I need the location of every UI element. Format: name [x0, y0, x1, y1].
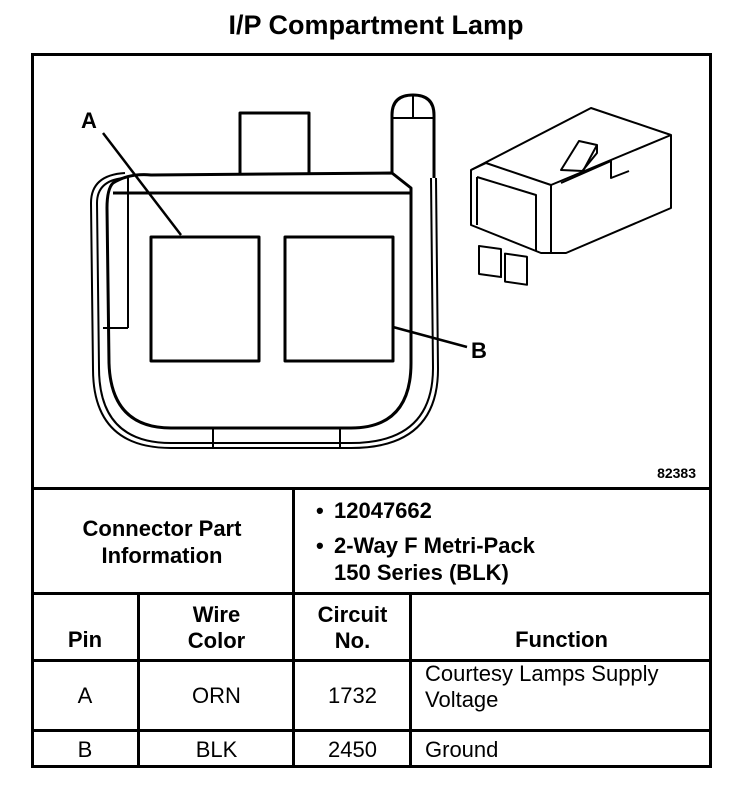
row-a-function: Courtesy Lamps Supply Voltage — [411, 661, 712, 731]
header-circuit-line2: No. — [334, 627, 371, 653]
divider-col-pin — [137, 594, 140, 768]
header-function: Function — [515, 627, 608, 652]
header-pin: Pin — [67, 627, 103, 652]
row-a-function-line1: Courtesy Lamps Supply — [425, 661, 659, 686]
connector-info-label-line1: Connector Part — [82, 515, 242, 541]
connector-iso-view — [470, 107, 672, 286]
connector-info-label-line2: Information — [101, 542, 223, 568]
connector-outer-shell — [105, 171, 413, 430]
connector-info-item: • 12047662 — [316, 497, 712, 524]
connector-info-label: Connector Part Information — [31, 489, 293, 594]
row-b-pin: B — [77, 736, 93, 762]
row-b-wire-color: BLK — [195, 736, 238, 762]
row-a-function-line2: Voltage — [425, 687, 499, 712]
header-wire-color-line1: Wire — [192, 601, 241, 627]
callout-label-b: B — [471, 338, 487, 363]
divider-info — [31, 592, 712, 595]
header-circuit-no: Circuit No. — [294, 594, 411, 661]
diagram-frame — [31, 53, 712, 768]
row-a-wire-color: ORN — [192, 683, 241, 708]
cavity-a — [149, 235, 261, 363]
part-number: 12047662 — [334, 498, 432, 523]
divider-row-a — [31, 729, 712, 732]
divider-col-wire — [292, 594, 295, 768]
divider-diagram — [31, 487, 712, 490]
connector-type: 2-Way F Metri-Pack — [334, 533, 535, 558]
bullet-icon: • — [316, 498, 324, 523]
header-wire-color-line2: Color — [187, 627, 246, 653]
divider-header — [31, 659, 712, 662]
page-title: I/P Compartment Lamp — [228, 10, 524, 40]
cavity-b — [283, 235, 395, 363]
connector-info-list: • 12047662 • 2-Way F Metri-Pack 150 Seri… — [294, 489, 712, 594]
row-a-circuit: 1732 — [328, 683, 377, 708]
bullet-icon: • — [316, 533, 324, 558]
divider-col-circuit — [409, 594, 412, 768]
header-circuit-line1: Circuit — [317, 601, 388, 627]
callout-line-a — [102, 132, 182, 236]
connector-info-item: • 2-Way F Metri-Pack 150 Series (BLK) — [316, 532, 712, 586]
connector-face-drawing: A B — [81, 93, 672, 449]
locking-tab — [238, 111, 311, 173]
connector-series: 150 Series (BLK) — [334, 560, 509, 585]
header-wire-color: Wire Color — [139, 594, 294, 661]
callout-line-b — [392, 325, 468, 349]
row-b-circuit: 2450 — [328, 736, 377, 762]
row-a-pin: A — [77, 683, 93, 708]
callout-label-a: A — [81, 108, 97, 133]
row-b-function: Ground — [425, 736, 499, 762]
divider-info-col — [292, 489, 295, 595]
connector-diagram: A B 82383 — [31, 53, 712, 489]
figure-id: 82383 — [657, 465, 696, 481]
